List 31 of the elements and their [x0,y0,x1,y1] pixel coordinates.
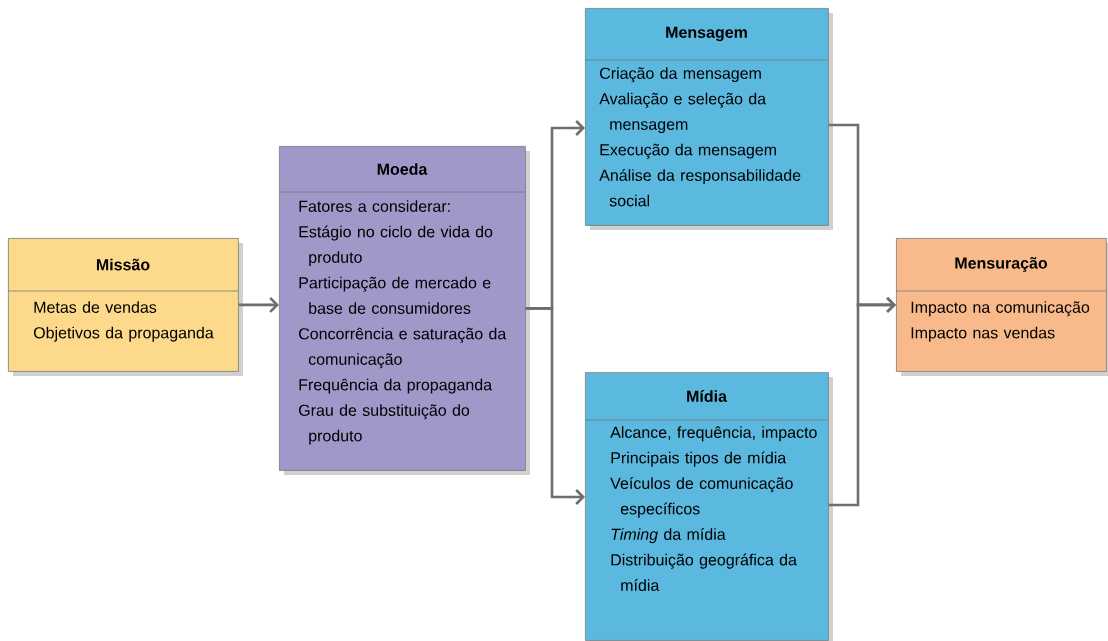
list-item: Fatores a considerar: [299,200,450,212]
arrow [828,297,896,507]
list-item: Metas de vendas [34,301,157,313]
list-item: Grau de substituição do produto [299,404,470,445]
process-box [278,146,530,475]
box-heading: Moeda [377,163,428,175]
process-box [584,372,833,641]
list-item: Timing da mídia [611,528,726,544]
list-item: Análise da responsabilidade social [599,169,801,207]
list-item: Execução da mensagem [600,143,776,159]
list-item: Objetivos da propaganda [33,326,214,342]
box-heading: Mídia [687,390,728,402]
list-item: Avaliação e seleção da mensagem [599,92,767,134]
list-item: Frequência da propaganda [299,378,493,394]
process-box [584,8,833,230]
process-box [7,238,243,376]
arrow [238,297,279,313]
list-item: Impacto nas vendas [911,326,1055,342]
list-item: Criação da mensagem [600,67,761,83]
list-item: Concorrência e saturação da comunicação [299,327,507,369]
list-item: Distribuição geográfica da mídia [611,553,797,591]
box-heading: Mensuração [955,257,1048,272]
arrow [525,307,585,505]
list-item: Principais tipos de mídia [611,451,787,467]
list-item: Estágio no ciclo de vida do produto [299,225,493,267]
list-item: Participação de mercado e base de consumidores [299,276,491,314]
list-item: Alcance, frequência, impacto [610,426,817,442]
box-heading: Missão [96,258,150,271]
box-heading: Mensagem [666,26,747,42]
list-item: Impacto na comunicação [911,301,1090,317]
process-box [895,238,1108,376]
